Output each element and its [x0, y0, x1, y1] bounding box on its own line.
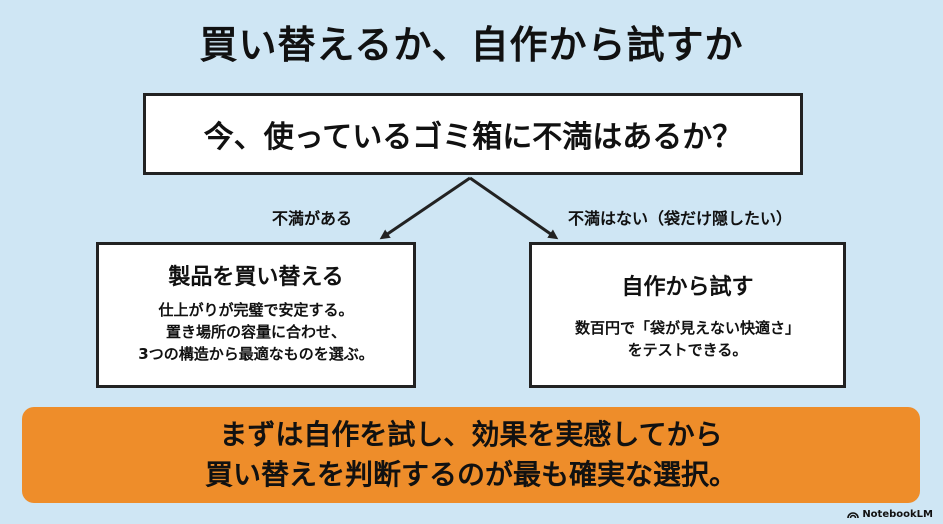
conclusion-line: 買い替えを判断するのが最も確実な選択。	[204, 458, 737, 491]
option-diy-body: 数百円で「袋が見えない快適さ」 をテストできる。	[532, 317, 843, 361]
option-diy: 自作から試す 数百円で「袋が見えない快適さ」 をテストできる。	[529, 242, 846, 388]
brand-watermark: NotebookLM	[847, 509, 933, 520]
arrow-right	[469, 176, 559, 240]
question-text: 今、使っているゴミ箱に不満はあるか？	[203, 120, 743, 155]
option-buy-new-body: 仕上がりが完璧で安定する。 置き場所の容量に合わせ、 3つの構造から最適なものを…	[99, 299, 413, 365]
notebooklm-logo-icon	[847, 512, 860, 519]
option-diy-title: 自作から試す	[621, 275, 754, 300]
question-box: 今、使っているゴミ箱に不満はあるか？	[143, 93, 803, 175]
option-buy-new-title: 製品を買い替える	[168, 265, 344, 290]
option-diy-line: 数百円で「袋が見えない快適さ」	[574, 319, 800, 337]
option-diy-line: をテストできる。	[627, 341, 748, 359]
brand-name: NotebookLM	[862, 509, 933, 520]
arrow-left	[379, 176, 471, 240]
branch-label-dissatisfied: 不満がある	[272, 209, 353, 228]
diagram-title: 買い替えるか、自作から試すか	[199, 23, 744, 67]
option-buy-new: 製品を買い替える 仕上がりが完璧で安定する。 置き場所の容量に合わせ、 3つの構…	[96, 242, 416, 388]
branch-label-satisfied: 不満はない（袋だけ隠したい）	[568, 209, 793, 228]
conclusion-line: まずは自作を試し、効果を実感してから	[219, 418, 723, 451]
option-buy-new-line: 仕上がりが完璧で安定する。	[158, 301, 354, 319]
conclusion-banner: まずは自作を試し、効果を実感してから 買い替えを判断するのが最も確実な選択。	[22, 407, 920, 503]
option-buy-new-line: 3つの構造から最適なものを選ぶ。	[138, 345, 374, 363]
option-buy-new-line: 置き場所の容量に合わせ、	[165, 323, 346, 341]
